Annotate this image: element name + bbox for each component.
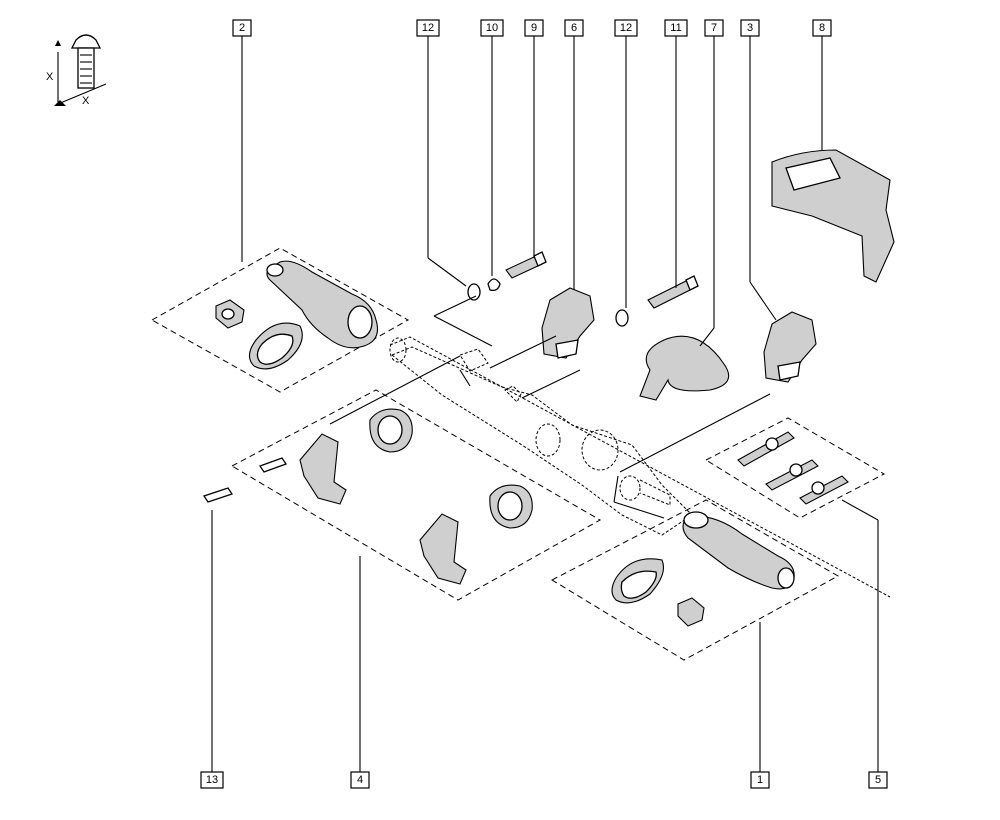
group-4-outline	[230, 389, 602, 601]
legend-x-vertical: X	[46, 71, 54, 83]
leader-lines	[211, 36, 879, 772]
dust-cover-7	[639, 335, 730, 401]
callout-3: 3	[740, 19, 760, 37]
bolt-9	[505, 251, 547, 279]
group-2-outline	[150, 247, 410, 393]
group-1-outline	[550, 499, 840, 661]
steering-rack-housing	[389, 336, 891, 598]
callout-9: 9	[524, 19, 544, 37]
callout-2: 2	[232, 19, 252, 37]
svg-text:12: 12	[620, 22, 632, 34]
group-5-outline	[704, 417, 886, 519]
svg-text:12: 12	[422, 22, 434, 34]
bracket-3	[763, 311, 817, 383]
callout-5: 5	[868, 771, 888, 789]
svg-text:13: 13	[206, 774, 218, 786]
svg-text:7: 7	[711, 22, 717, 34]
boot-kit-right	[611, 511, 795, 627]
svg-text:6: 6	[571, 22, 577, 34]
svg-text:4: 4	[357, 774, 363, 786]
washer-12-left	[467, 283, 481, 301]
heat-shield-8	[771, 149, 895, 283]
torque-legend-icon: X X	[46, 34, 107, 107]
svg-text:8: 8	[819, 22, 825, 34]
stud-kit	[737, 431, 849, 505]
callout-11: 11	[664, 19, 688, 37]
svg-text:3: 3	[747, 22, 753, 34]
legend-x-horizontal: X	[82, 95, 90, 107]
callout-13: 13	[200, 771, 224, 789]
callout-1: 1	[750, 771, 770, 789]
washer-12-right	[615, 309, 629, 327]
clip-10	[487, 278, 501, 292]
svg-text:5: 5	[875, 774, 881, 786]
bracket-6	[541, 287, 595, 359]
svg-text:9: 9	[531, 22, 537, 34]
bolt-11	[647, 275, 699, 309]
callout-6: 6	[564, 19, 584, 37]
callout-7: 7	[704, 19, 724, 37]
boot-kit-left	[215, 260, 379, 370]
svg-text:2: 2	[239, 22, 245, 34]
bush-bracket-kit	[202, 408, 533, 585]
callout-8: 8	[812, 19, 832, 37]
callout-10: 10	[480, 19, 504, 37]
svg-text:10: 10	[486, 22, 498, 34]
callout-12-left: 12	[416, 19, 440, 37]
callout-4: 4	[350, 771, 370, 789]
svg-text:1: 1	[757, 774, 763, 786]
callout-12-right: 12	[614, 19, 638, 37]
svg-text:11: 11	[670, 22, 681, 34]
